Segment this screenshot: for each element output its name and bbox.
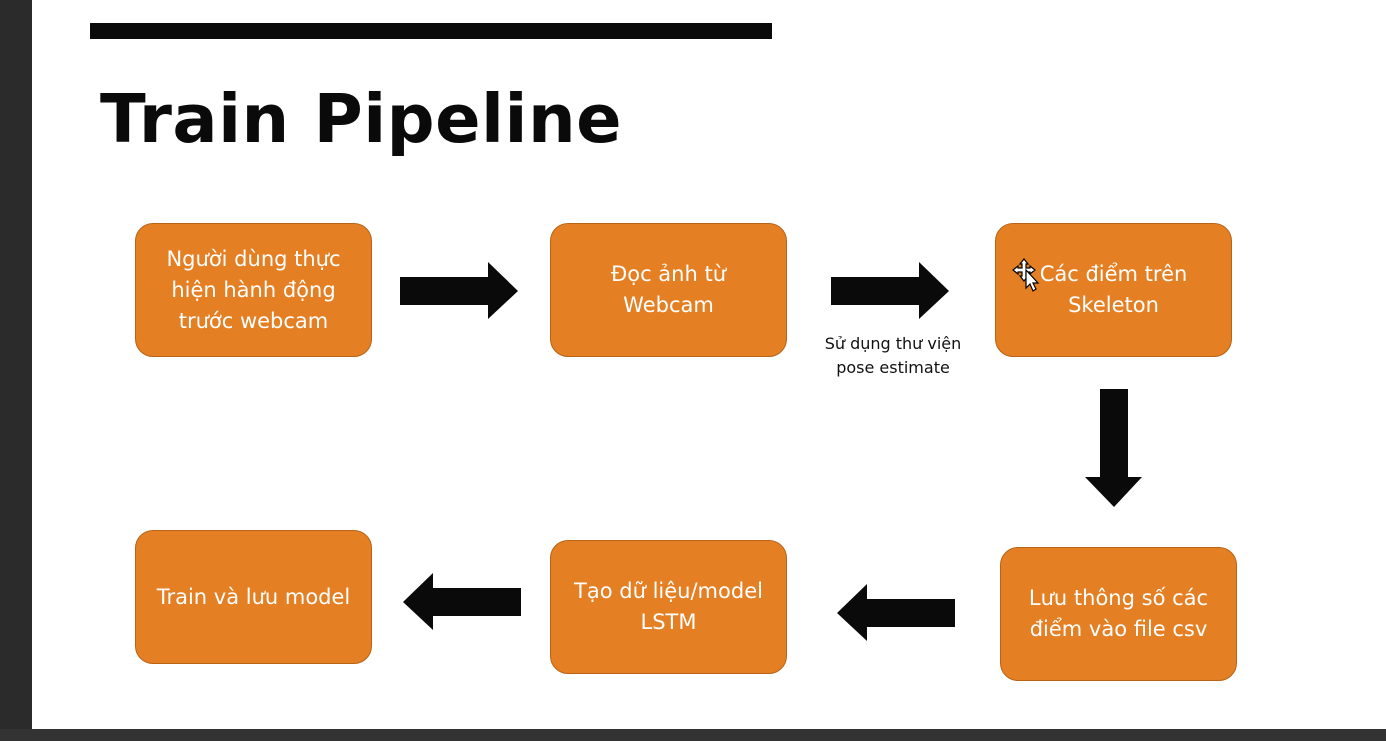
slide-canvas: Train Pipeline Người dùng thực hiện hành…: [32, 0, 1386, 729]
step-label-skeleton-points: Các điểm trên Skeleton: [1039, 262, 1188, 317]
step-box-user-action[interactable]: Người dùng thực hiện hành động trước web…: [135, 223, 372, 357]
arrow-left-icon: [837, 584, 955, 641]
step-box-create-lstm[interactable]: Tạo dữ liệu/model LSTM: [550, 540, 787, 674]
step-label-save-csv: Lưu thông số các điểm vào file csv: [1028, 586, 1209, 641]
step-box-save-csv[interactable]: Lưu thông số các điểm vào file csv: [1000, 547, 1237, 681]
arrow-down-icon: [1085, 389, 1142, 507]
step-box-skeleton-points[interactable]: Các điểm trên Skeleton: [995, 223, 1232, 357]
arrow-right-icon: [400, 262, 518, 319]
step-box-read-webcam[interactable]: Đọc ảnh từ Webcam: [550, 223, 787, 357]
step-box-train-save[interactable]: Train và lưu model: [135, 530, 372, 664]
title-accent-bar: [90, 23, 772, 39]
step-label-create-lstm: Tạo dữ liệu/model LSTM: [574, 579, 763, 634]
arrow-left-icon: [403, 573, 521, 630]
arrow-right-icon: [831, 262, 949, 319]
arrow-note-pose-estimate: Sử dụng thư viện pose estimate: [824, 334, 962, 377]
move-cursor-icon: [1012, 258, 1040, 292]
step-label-user-action: Người dùng thực hiện hành động trước web…: [166, 246, 341, 333]
step-label-train-save: Train và lưu model: [156, 584, 351, 609]
slide-title: Train Pipeline: [100, 80, 623, 158]
window-bottom-edge: [0, 729, 1386, 741]
step-label-read-webcam: Đọc ảnh từ Webcam: [610, 262, 727, 317]
window-left-edge: [0, 0, 32, 741]
